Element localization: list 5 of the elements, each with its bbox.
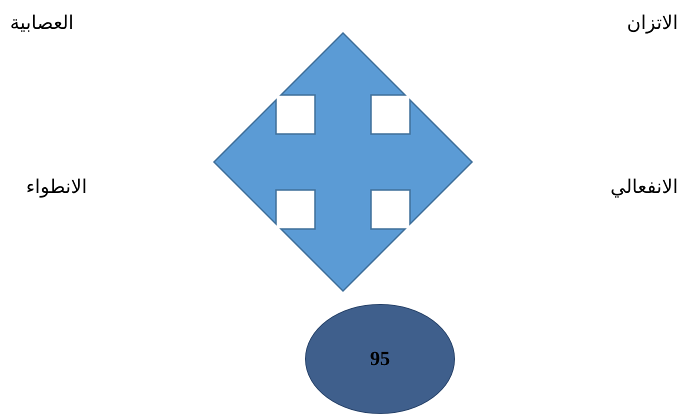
trait-label: الاتزان [626, 12, 678, 34]
trait-label: العصابية [10, 12, 74, 34]
trait-label: الانفعالي [610, 176, 678, 198]
page-number: 95 [370, 348, 390, 370]
trait-label: الانطواء [26, 176, 88, 198]
